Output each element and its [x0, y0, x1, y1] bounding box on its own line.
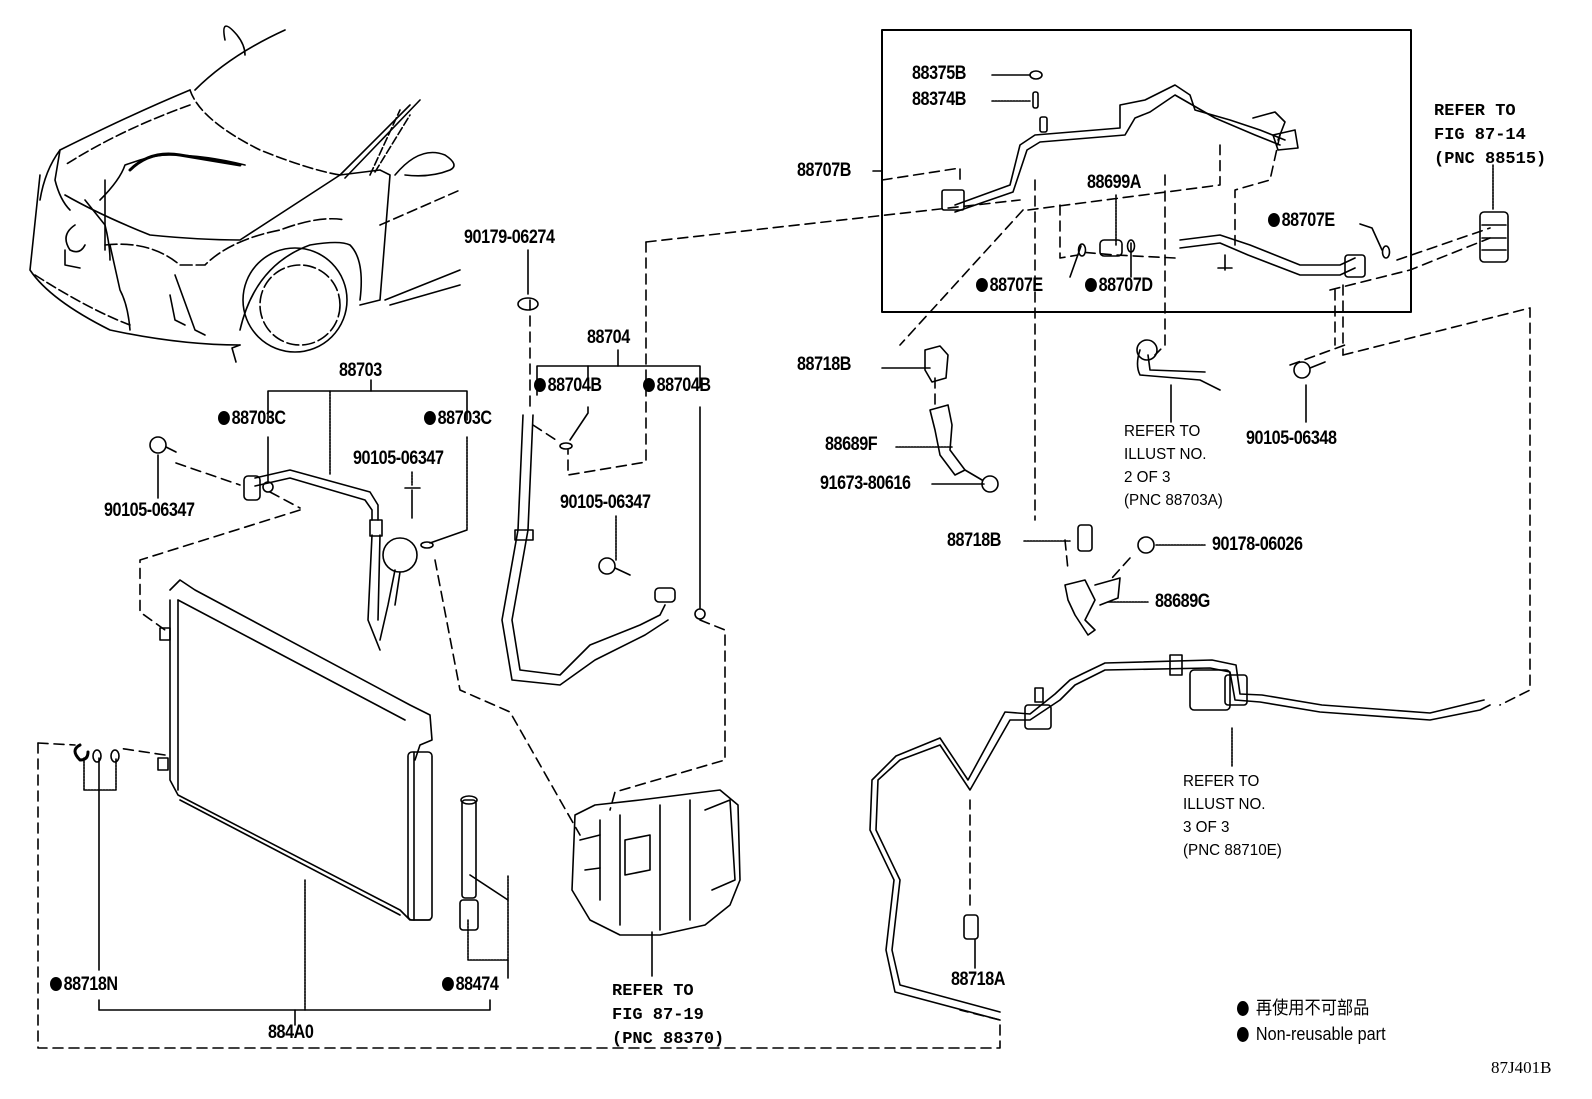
non-reusable-marker-icon [50, 977, 62, 991]
part-number: 88718A [951, 969, 1006, 990]
part-number: 91673-80616 [820, 473, 911, 494]
part-label-90179-06274[interactable]: 90179-06274 [464, 228, 555, 247]
nut-90178 [1137, 536, 1155, 554]
part-number: 90105-06348 [1246, 428, 1337, 449]
non-reusable-marker-icon [1268, 213, 1280, 227]
bolt-90105-06347-left [149, 436, 177, 454]
part-label-88703C-left[interactable]: 88703C [218, 409, 286, 428]
non-reusable-marker-icon [218, 411, 230, 425]
reference-fig-87-19[interactable]: REFER TO FIG 87-19 (PNC 88370) [612, 982, 725, 1049]
part-label-88718N[interactable]: 88718N [50, 975, 118, 994]
part-label-88707B[interactable]: 88707B [797, 161, 851, 180]
part-label-88703[interactable]: 88703 [339, 361, 382, 380]
pipe-88703A-end [1136, 339, 1221, 391]
non-reusable-marker-icon [1085, 278, 1097, 292]
bracket-88689G [1064, 577, 1121, 636]
hose-88703 [243, 469, 421, 651]
part-label-90105-06347-left[interactable]: 90105-06347 [104, 501, 195, 520]
part-number: 90179-06274 [464, 227, 555, 248]
pipe-88707-lower [1099, 234, 1366, 278]
non-reusable-marker-icon [1237, 1027, 1249, 1042]
part-number: 88707E [1281, 210, 1336, 231]
bolt-91673 [964, 469, 999, 493]
part-number: 88704B [547, 375, 602, 396]
legend-japanese: 再使用不可部品 [1237, 995, 1369, 1021]
vehicle-front-illustration [29, 25, 461, 363]
bracket-88689F [929, 404, 966, 476]
part-number: 88689F [825, 434, 878, 455]
pipe-88710-lower [869, 654, 1491, 1021]
part-label-88707E-left[interactable]: 88707E [976, 276, 1043, 295]
part-label-88704[interactable]: 88704 [587, 328, 630, 347]
part-number: 88699A [1087, 172, 1142, 193]
part-number: 90105-06347 [353, 448, 444, 469]
part-number: 88718N [63, 974, 118, 995]
part-label-88689F[interactable]: 88689F [825, 434, 878, 455]
part-label-88374B[interactable]: 88374B [912, 90, 966, 109]
part-number: 88704B [656, 375, 711, 396]
part-number: 90105-06347 [560, 492, 651, 513]
part-label-88707E-right[interactable]: 88707E [1268, 211, 1335, 230]
assembly-dashed-lines [37, 134, 1531, 1049]
part-number: 90178-06026 [1212, 534, 1303, 555]
non-reusable-marker-icon [1237, 1001, 1249, 1016]
part-number: 884A0 [268, 1022, 314, 1043]
part-number: 88474 [455, 974, 499, 995]
part-number: 88707B [797, 160, 852, 181]
hose-88704 [501, 297, 676, 686]
non-reusable-marker-icon [976, 278, 988, 292]
connector-88515 [1479, 211, 1509, 263]
non-reusable-marker-icon [643, 378, 655, 392]
bolt-90105-06348 [1293, 361, 1326, 379]
non-reusable-marker-icon [424, 411, 436, 425]
part-number: 88703 [339, 360, 382, 381]
part-number: 88703C [231, 408, 286, 429]
part-number: 88704 [587, 327, 630, 348]
part-number: 88718B [797, 354, 852, 375]
seal-rings-88718N [73, 743, 120, 763]
reference-illust-3-of-3[interactable]: REFER TO ILLUST NO. 3 OF 3 (PNC 88710E) [1183, 773, 1282, 859]
desiccant-88474 [459, 795, 479, 931]
bracket-88718B-upper [924, 345, 949, 383]
part-label-88718B-lower[interactable]: 88718B [947, 531, 1001, 550]
part-label-88703C-right[interactable]: 88703C [424, 409, 492, 428]
clamp-88718B-lower [1077, 524, 1093, 552]
part-label-90105-06347-center[interactable]: 90105-06347 [353, 449, 444, 468]
part-label-88718B-upper[interactable]: 88718B [797, 355, 851, 374]
part-label-90105-06348[interactable]: 90105-06348 [1246, 429, 1337, 448]
non-reusable-marker-icon [534, 378, 546, 392]
condenser-884A0 [157, 579, 433, 921]
legend-english-text: Non-reusable part [1255, 1024, 1386, 1044]
part-label-88699A[interactable]: 88699A [1087, 173, 1141, 192]
part-number: 88707D [1098, 275, 1153, 296]
part-label-90178-06026[interactable]: 90178-06026 [1212, 535, 1303, 554]
part-label-884A0[interactable]: 884A0 [268, 1022, 314, 1043]
non-reusable-marker-icon [442, 977, 454, 991]
part-label-88704B-left[interactable]: 88704B [534, 376, 602, 395]
part-label-90105-06347-right[interactable]: 90105-06347 [560, 493, 651, 512]
part-number: 88703C [437, 408, 492, 429]
reference-fig-87-14[interactable]: REFER TO FIG 87-14 (PNC 88515) [1434, 102, 1547, 169]
pipe-88707B [941, 84, 1299, 213]
part-label-91673-80616[interactable]: 91673-80616 [820, 474, 911, 493]
legend-english: Non-reusable part [1237, 1021, 1386, 1047]
part-number: 88374B [912, 89, 967, 110]
part-number: 88375B [912, 63, 967, 84]
illustration-code: 87J401B [1491, 1058, 1552, 1077]
compressor-88370 [571, 789, 741, 936]
part-label-88707D[interactable]: 88707D [1085, 276, 1153, 295]
part-number: 88718B [947, 530, 1002, 551]
legend-japanese-text: 再使用不可部品 [1255, 998, 1370, 1018]
reference-illust-2-of-3[interactable]: REFER TO ILLUST NO. 2 OF 3 (PNC 88703A) [1124, 423, 1223, 509]
part-number: 90105-06347 [104, 500, 195, 521]
part-label-88704B-right[interactable]: 88704B [643, 376, 711, 395]
part-number: 88689G [1155, 591, 1210, 612]
part-label-88474[interactable]: 88474 [442, 974, 499, 995]
part-number: 88707E [989, 275, 1044, 296]
part-label-88718A[interactable]: 88718A [951, 970, 1005, 989]
part-label-88375B[interactable]: 88375B [912, 64, 966, 83]
part-label-88689G[interactable]: 88689G [1155, 592, 1210, 611]
